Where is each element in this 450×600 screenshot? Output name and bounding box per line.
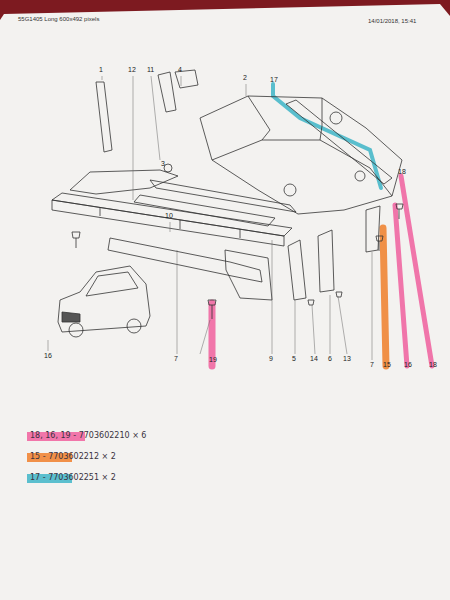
callout-number: 1 (98, 66, 104, 73)
callout-number: 17 (269, 76, 279, 83)
callout-number: 18 (397, 168, 407, 175)
legend-text: 15 - 7703602212 × 2 (30, 453, 116, 461)
callout-number: 14 (309, 355, 319, 362)
callout-number: 12 (127, 66, 137, 73)
car-icon (58, 266, 150, 337)
callout-number: 2 (242, 74, 248, 81)
callout-number: 5 (291, 355, 297, 362)
paper-sheet (0, 4, 450, 600)
subframe-drawing (52, 70, 403, 319)
callout-number: 15 (382, 361, 392, 368)
callout-number: 7 (173, 355, 179, 362)
callout-number: 11 (146, 66, 155, 73)
callout-number: 7 (369, 361, 375, 368)
callout-number: 9 (268, 355, 274, 362)
callout-number: 3 (160, 160, 166, 167)
callout-number: 10 (164, 212, 174, 219)
header-text: 55G1405 Long 600x492 pixels (18, 16, 99, 22)
leader-lines (48, 76, 372, 360)
highlight-bands (212, 84, 432, 366)
callout-number: 6 (327, 355, 333, 362)
callout-number: 18 (428, 361, 438, 368)
callout-number: 4 (177, 66, 183, 73)
legend-text: 18, 16, 19 - 7703602210 × 6 (30, 432, 146, 440)
callout-number: 19 (208, 356, 218, 363)
callout-number: 16 (43, 352, 53, 359)
callout-number: 13 (342, 355, 352, 362)
header-text: 14/01/2018, 15:41 (368, 18, 416, 24)
legend-text: 17 - 7703602251 × 2 (30, 474, 116, 482)
callout-number: 16 (403, 361, 413, 368)
